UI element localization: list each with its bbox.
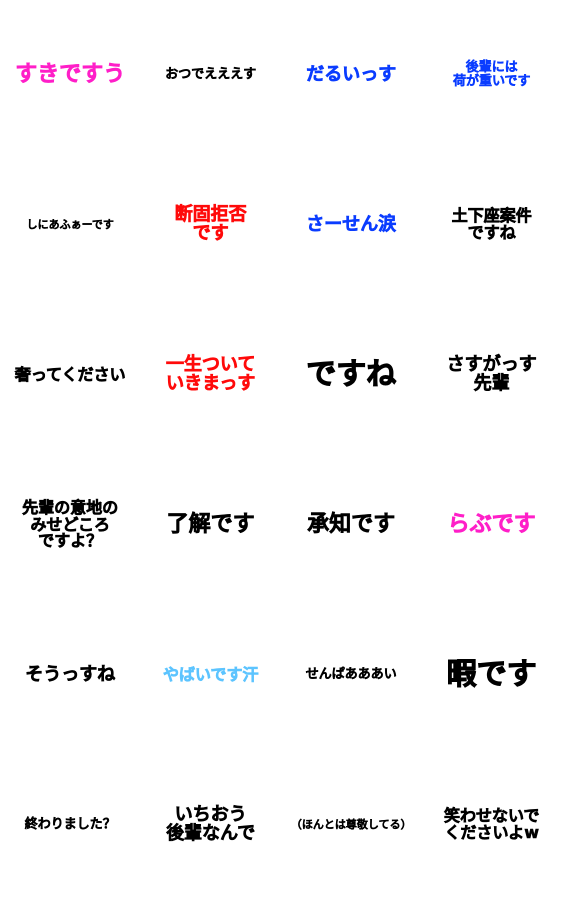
sticker-text: （ほんとは尊敬してる） — [290, 818, 412, 832]
sticker-text: さーせん涙 — [306, 213, 397, 235]
sticker-cell[interactable]: 後輩には 荷が重いです — [422, 0, 562, 150]
sticker-cell[interactable]: 笑わせないで くださいよw — [422, 750, 562, 900]
sticker-cell[interactable]: 断固拒否 です — [141, 150, 282, 300]
sticker-cell[interactable]: 承知です — [281, 450, 422, 600]
sticker-cell[interactable]: （ほんとは尊敬してる） — [281, 750, 422, 900]
sticker-cell[interactable]: だるいっす — [281, 0, 422, 150]
sticker-text: 土下座案件 ですね — [451, 206, 532, 242]
sticker-text: 断固拒否 です — [174, 204, 247, 244]
sticker-cell[interactable]: 一生ついて いきまっす — [141, 300, 282, 450]
sticker-text: 後輩には 荷が重いです — [452, 60, 531, 89]
sticker-cell[interactable]: らぶです — [422, 450, 562, 600]
sticker-cell[interactable]: 奢ってください — [0, 300, 141, 450]
sticker-text: やばいです汗 — [162, 664, 259, 684]
sticker-text: 笑わせないで くださいよw — [443, 806, 540, 842]
sticker-text: そうっすね — [25, 663, 116, 685]
sticker-text: 先輩の意地の みせどころ ですよ？ — [22, 497, 119, 551]
sticker-cell[interactable]: 終わりました？ — [0, 750, 141, 900]
sticker-cell[interactable]: 先輩の意地の みせどころ ですよ？ — [0, 450, 141, 600]
sticker-text: せんぱあああい — [305, 667, 397, 683]
sticker-cell[interactable]: しにあふぁーです — [0, 150, 141, 300]
sticker-cell[interactable]: すきですう — [0, 0, 141, 150]
sticker-cell[interactable]: 了解です — [141, 450, 282, 600]
sticker-text: しにあふぁーです — [26, 218, 114, 232]
sticker-text: すきですう — [15, 62, 126, 88]
sticker-cell[interactable]: やばいです汗 — [141, 600, 282, 750]
sticker-text: らぶです — [447, 512, 536, 538]
sticker-cell[interactable]: いちおう 後輩なんで — [141, 750, 282, 900]
sticker-text: だるいっす — [306, 63, 397, 85]
sticker-text: 一生ついて いきまっす — [166, 354, 256, 394]
sticker-text: 了解です — [166, 512, 255, 538]
sticker-text: さすがっす 先輩 — [446, 354, 537, 394]
sticker-cell[interactable]: せんぱあああい — [281, 600, 422, 750]
sticker-text: ですね — [306, 357, 397, 393]
sticker-cell[interactable]: そうっすね — [0, 600, 141, 750]
sticker-text: 奢ってください — [14, 364, 126, 384]
sticker-cell[interactable]: 暇です — [422, 600, 562, 750]
sticker-cell[interactable]: さーせん涙 — [281, 150, 422, 300]
sticker-cell[interactable]: ですね — [281, 300, 422, 450]
sticker-cell[interactable]: 土下座案件 ですね — [422, 150, 562, 300]
sticker-cell[interactable]: さすがっす 先輩 — [422, 300, 562, 450]
sticker-text: 終わりました？ — [24, 817, 116, 833]
sticker-cell[interactable]: おつでえええす — [141, 0, 282, 150]
sticker-text: おつでえええす — [165, 67, 257, 83]
sticker-text: 暇です — [446, 657, 537, 693]
sticker-text: いちおう 後輩なんで — [166, 804, 256, 844]
sticker-text: 承知です — [307, 512, 396, 538]
